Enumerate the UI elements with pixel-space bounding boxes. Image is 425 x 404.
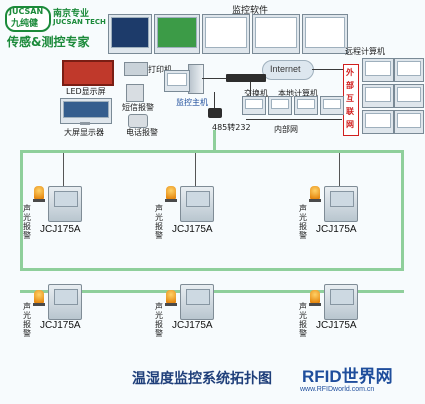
alarm-label-5: 声光报警 — [155, 302, 163, 338]
alarm-label-4: 声光报警 — [23, 302, 31, 338]
big-screen — [60, 98, 112, 124]
link-switch-pcs — [250, 82, 251, 96]
company-cn: 南京专业 — [53, 9, 90, 19]
sensor-device-6 — [324, 284, 358, 320]
local-pc-3 — [294, 96, 318, 115]
alarm-beacon-6 — [310, 290, 320, 303]
device-label-6: JCJ175A — [316, 320, 357, 331]
alarm-label-6: 声光报警 — [299, 302, 307, 338]
remote-pc-5 — [362, 110, 394, 134]
printer-label: 打印机 — [148, 65, 172, 74]
network-switch — [226, 74, 266, 82]
software-screen-1 — [108, 14, 152, 54]
device-label-2: JCJ175A — [172, 224, 213, 235]
local-pc-2 — [268, 96, 292, 115]
remote-pc-label: 远程计算机 — [345, 47, 385, 56]
sensor-device-1 — [48, 186, 82, 222]
link-host-switch — [202, 78, 226, 79]
led-display — [62, 60, 114, 86]
remote-pc-6 — [394, 110, 424, 134]
bus-right-vertical — [401, 150, 404, 270]
software-label: 监控软件 — [232, 6, 269, 16]
intranet-line — [246, 119, 342, 120]
phone-device — [128, 114, 148, 128]
watermark-logo: RFID世界网 www.RFIDworld.com.cn — [288, 358, 418, 398]
host-label: 监控主机 — [176, 98, 208, 107]
remote-pc-1 — [362, 58, 394, 82]
intranet-label: 内部网 — [274, 125, 298, 134]
sensor-device-4 — [48, 284, 82, 320]
logo-badge — [5, 6, 51, 32]
remote-pc-2 — [394, 58, 424, 82]
watermark-url: www.RFIDworld.com.cn — [300, 386, 375, 393]
converter-label: 485转232 — [212, 123, 251, 132]
sensor-device-5 — [180, 284, 214, 320]
internet-label: Internet — [270, 64, 301, 74]
bus-top — [20, 150, 404, 153]
led-label: LED显示屏 — [66, 87, 106, 96]
host-tower — [188, 64, 204, 94]
local-pc-4 — [320, 96, 344, 115]
device-label-3: JCJ175A — [316, 224, 357, 235]
brand-logo: JUCSAN 九纯健 南京专业 JUCSAN TECH 传感&测控专家 — [5, 6, 106, 52]
remote-pc-3 — [362, 84, 394, 108]
alarm-beacon-4 — [34, 290, 44, 303]
logo-text-cn: 九纯健 — [11, 19, 39, 29]
local-pc-label: 本地计算机 — [278, 89, 318, 98]
device-label-1: JCJ175A — [40, 224, 81, 235]
alarm-beacon-2 — [166, 186, 176, 199]
link-host-converter — [214, 92, 215, 108]
local-pc-1 — [242, 96, 266, 115]
switch-label: 交换机 — [244, 89, 268, 98]
sms-device — [126, 84, 144, 102]
alarm-label-2: 声光报警 — [155, 204, 163, 240]
big-screen-label: 大屏显示器 — [64, 128, 104, 137]
device-label-4: JCJ175A — [40, 320, 81, 331]
alarm-beacon-5 — [166, 290, 176, 303]
software-screen-5 — [302, 14, 348, 54]
remote-pc-4 — [394, 84, 424, 108]
alarm-label-3: 声光报警 — [299, 204, 307, 240]
sensor-device-3 — [324, 186, 358, 222]
device-label-5: JCJ175A — [172, 320, 213, 331]
bus-middle — [20, 268, 404, 271]
software-screen-2 — [154, 14, 200, 54]
company-en: JUCSAN TECH — [53, 18, 106, 26]
alarm-beacon-1 — [34, 186, 44, 199]
logo-text-en: JUCSAN — [9, 7, 44, 16]
external-network-label: 外部互联网 — [346, 68, 354, 129]
software-screens — [108, 12, 348, 57]
sms-alarm-label: 短信报警 — [122, 103, 154, 112]
link-cloud-external — [312, 69, 343, 70]
software-screen-3 — [202, 14, 250, 54]
converter-device — [208, 108, 222, 118]
alarm-beacon-3 — [310, 186, 320, 199]
internet-cloud — [262, 60, 314, 80]
bus-converter-drop — [213, 130, 216, 152]
watermark-text: RFID世界网 — [302, 367, 393, 386]
host-monitor — [164, 70, 190, 92]
alarm-label-1: 声光报警 — [23, 204, 31, 240]
slogan: 传感&测控专家 — [7, 35, 90, 49]
software-screen-4 — [252, 14, 300, 54]
sensor-device-2 — [180, 186, 214, 222]
diagram-title: 温湿度监控系统拓扑图 — [132, 371, 272, 387]
printer — [124, 62, 148, 76]
bus-left-vertical — [20, 150, 23, 270]
phone-alarm-label: 电话报警 — [126, 128, 158, 137]
